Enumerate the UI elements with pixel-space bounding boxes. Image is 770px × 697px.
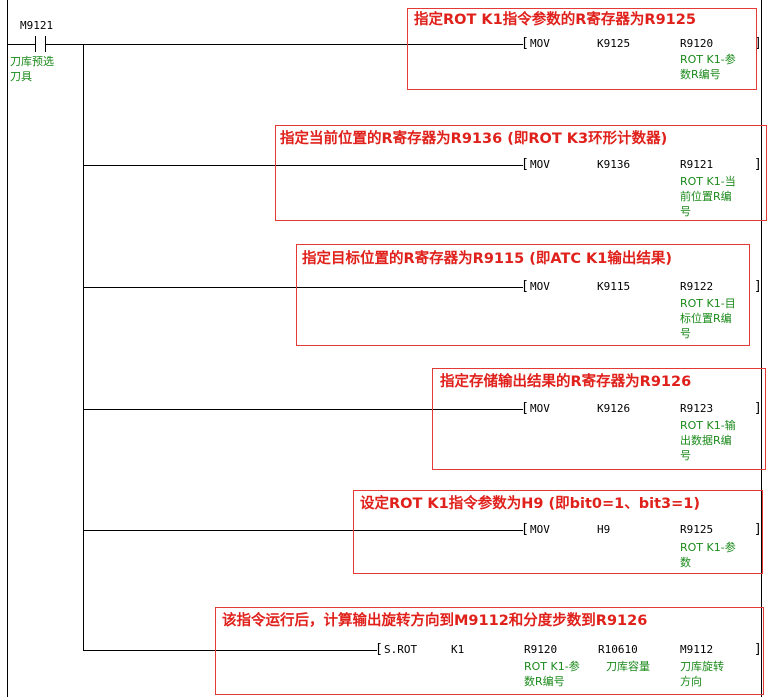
rung-2-instr[interactable]: MOV [530, 158, 550, 171]
rung-3-comment-line2: 标位置R编 [680, 312, 732, 325]
rung-3-wire [83, 287, 523, 288]
rung-5-annotation: 设定ROT K1指令参数为H9 (即bit0=1、bit3=1) [360, 496, 700, 512]
rung-3-bracket-close: ] [754, 279, 762, 294]
rot-op3-comment-line2: 方向 [680, 675, 702, 688]
contact-out-line [45, 44, 83, 45]
rung-5-instr[interactable]: MOV [530, 523, 550, 536]
rot-op2-comment-line1: 刀库容量 [606, 660, 650, 673]
rung-2-bracket-close: ] [754, 157, 762, 172]
rung-4-instr[interactable]: MOV [530, 402, 550, 415]
contact-lead-line [7, 44, 35, 45]
rot-k[interactable]: K1 [451, 643, 465, 656]
rung-2-bracket-open: [ [521, 157, 529, 172]
rung-6-wire [83, 650, 377, 651]
rung-3-annotation: 指定目标位置的R寄存器为R9115 (即ATC K1输出结果) [302, 251, 672, 267]
rot-op3[interactable]: M9112 [680, 643, 714, 656]
rung-5-bracket-open: [ [521, 522, 529, 537]
left-power-rail [7, 0, 8, 697]
rung-5-op2[interactable]: R9125 [680, 523, 714, 536]
rung-4-comment-line2: 出数据R编 [680, 434, 732, 447]
rot-op1[interactable]: R9120 [524, 643, 558, 656]
rung-2-comment-line3: 号 [680, 205, 691, 218]
rung-4-wire [83, 409, 523, 410]
rot-op3-comment-line1: 刀库旋转 [680, 660, 724, 673]
rung-3-comment-line1: ROT K1-目 [680, 297, 736, 310]
rung-2-op1[interactable]: K9136 [597, 158, 631, 171]
rung-4-annotation-box [432, 368, 766, 470]
rung-4-comment-line1: ROT K1-输 [680, 419, 736, 432]
rung-4-comment-line3: 号 [680, 449, 691, 462]
rung-3-comment-line3: 号 [680, 327, 691, 340]
rung-1-wire [83, 44, 523, 45]
contact-comment-line1: 刀库预选 [10, 55, 54, 68]
rot-op1-comment-line2: 数R编号 [524, 675, 565, 688]
rung-5-comment-line2: 数 [680, 556, 691, 569]
contact-comment-line2: 刀具 [10, 70, 32, 83]
rung-2-annotation: 指定当前位置的R寄存器为R9136 (即ROT K3环形计数器) [280, 131, 668, 147]
rot-op2[interactable]: R10610 [598, 643, 638, 656]
rot-instr[interactable]: S.ROT [384, 643, 418, 656]
rung-4-op2[interactable]: R9123 [680, 402, 714, 415]
rung-3-bracket-open: [ [521, 279, 529, 294]
rung-3-op1[interactable]: K9115 [597, 280, 631, 293]
rung-1-annotation: 指定ROT K1指令参数的R寄存器为R9125 [414, 12, 696, 28]
rung-1-instr[interactable]: MOV [530, 37, 550, 50]
rung-5-annotation-box [353, 490, 763, 574]
rung-6-bracket-close: ] [754, 642, 762, 657]
rung-2-comment-line1: ROT K1-当 [680, 175, 736, 188]
branch-bus [83, 44, 84, 650]
rung-1-comment-line1: ROT K1-参 [680, 53, 736, 66]
rot-op1-comment-line1: ROT K1-参 [524, 660, 580, 673]
rung-1-op2[interactable]: R9120 [680, 37, 714, 50]
rung-3-op2[interactable]: R9122 [680, 280, 714, 293]
rung-2-op2[interactable]: R9121 [680, 158, 714, 171]
rung-4-op1[interactable]: K9126 [597, 402, 631, 415]
rung-3-instr[interactable]: MOV [530, 280, 550, 293]
contact-left-bar[interactable] [35, 36, 36, 52]
rung-2-annotation-box [275, 125, 767, 221]
rung-1-bracket-open: [ [521, 36, 529, 51]
rung-5-comment-line1: ROT K1-参 [680, 541, 736, 554]
rung-6-bracket-open: [ [375, 642, 383, 657]
rung-1-op1[interactable]: K9125 [597, 37, 631, 50]
rung-5-op1[interactable]: H9 [597, 523, 611, 536]
rung-6-annotation: 该指令运行后，计算输出旋转方向到M9112和分度步数到R9126 [222, 613, 648, 629]
rung-6-annotation-box [215, 607, 764, 695]
contact-address: M9121 [20, 19, 54, 32]
rung-2-wire [83, 165, 523, 166]
rung-1-annotation-box [407, 8, 757, 90]
rung-1-bracket-close: ] [754, 36, 762, 51]
rung-5-bracket-close: ] [754, 522, 762, 537]
rung-3-annotation-box [296, 244, 750, 346]
rung-4-annotation: 指定存储输出结果的R寄存器为R9126 [440, 374, 692, 390]
rung-4-bracket-open: [ [521, 401, 529, 416]
rung-1-comment-line2: 数R编号 [680, 68, 721, 81]
right-power-rail [761, 0, 762, 697]
rung-2-comment-line2: 前位置R编 [680, 190, 732, 203]
rung-4-bracket-close: ] [754, 401, 762, 416]
rung-5-wire [83, 530, 523, 531]
